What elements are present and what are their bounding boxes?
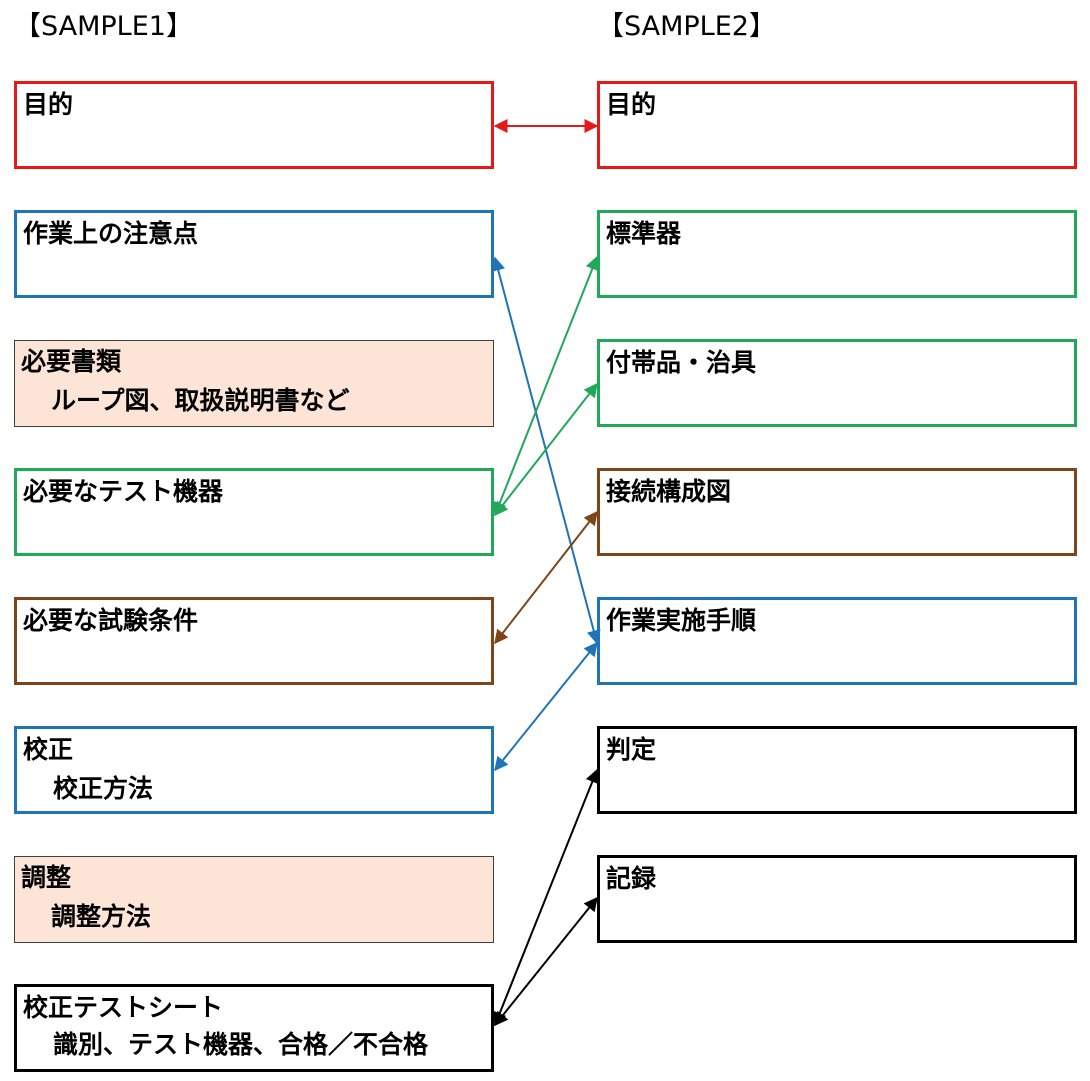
sample2-judgment-box: 判定 <box>597 726 1077 814</box>
sample1-adjustment-sub: 調整方法 <box>51 902 152 931</box>
sample1-required-docs-title: 必要書類 <box>21 347 122 376</box>
sample1-header: 【SAMPLE1】 <box>14 11 193 42</box>
arrow-calibration-to-work-procedure <box>494 641 598 772</box>
sample2-work-procedure-title: 作業実施手順 <box>606 606 757 635</box>
arrow-work-notes-to-work-procedure <box>491 256 601 645</box>
sample1-required-docs-sub: ループ図、取扱説明書など <box>51 386 350 415</box>
arrow-test-sheet-to-record <box>494 896 598 1027</box>
sample2-accessories-title: 付帯品・治具 <box>606 348 757 377</box>
sample1-purpose-box: 目的 <box>14 81 494 169</box>
sample1-work-notes-title: 作業上の注意点 <box>23 219 199 248</box>
sample2-standard-instrument-box: 標準器 <box>597 210 1077 298</box>
arrow-test-conditions-to-connection-diagram <box>494 510 598 645</box>
sample1-work-notes-box: 作業上の注意点 <box>14 210 494 298</box>
sample1-adjustment-title: 調整 <box>21 863 72 892</box>
sample2-purpose-box: 目的 <box>597 81 1077 169</box>
sample1-test-conditions-title: 必要な試験条件 <box>23 606 199 635</box>
sample1-required-docs-box: 必要書類 ループ図、取扱説明書など <box>14 340 494 427</box>
sample1-test-sheet-sub: 識別、テスト機器、合格／不合格 <box>53 1030 429 1059</box>
sample2-standard-instrument-title: 標準器 <box>606 219 682 248</box>
sample2-purpose-title: 目的 <box>606 90 657 119</box>
sample1-calibration-title: 校正 <box>23 735 74 764</box>
sample1-test-sheet-title: 校正テストシート <box>23 993 224 1022</box>
sample1-test-equipment-title: 必要なテスト機器 <box>23 477 224 506</box>
sample2-work-procedure-box: 作業実施手順 <box>597 597 1077 685</box>
sample1-adjustment-box: 調整 調整方法 <box>14 856 494 943</box>
arrow-test-sheet-to-judgment <box>493 768 599 1027</box>
sample2-judgment-title: 判定 <box>606 735 657 764</box>
sample2-accessories-box: 付帯品・治具 <box>597 339 1077 427</box>
sample2-connection-diagram-title: 接続構成図 <box>606 477 732 506</box>
sample1-test-conditions-box: 必要な試験条件 <box>14 597 494 685</box>
sample2-record-box: 記録 <box>597 855 1077 943</box>
arrow-test-equipment-to-standard-instrument <box>493 255 599 517</box>
sample1-purpose-title: 目的 <box>23 90 74 119</box>
sample2-record-title: 記録 <box>606 864 657 893</box>
sample1-test-sheet-box: 校正テストシート 識別、テスト機器、合格／不合格 <box>14 984 494 1072</box>
arrow-test-equipment-to-accessories <box>494 382 598 517</box>
sample1-test-equipment-box: 必要なテスト機器 <box>14 468 494 556</box>
sample1-calibration-sub: 校正方法 <box>53 774 154 803</box>
sample2-header: 【SAMPLE2】 <box>597 11 776 42</box>
sample1-calibration-box: 校正 校正方法 <box>14 726 494 814</box>
sample2-connection-diagram-box: 接続構成図 <box>597 468 1077 556</box>
